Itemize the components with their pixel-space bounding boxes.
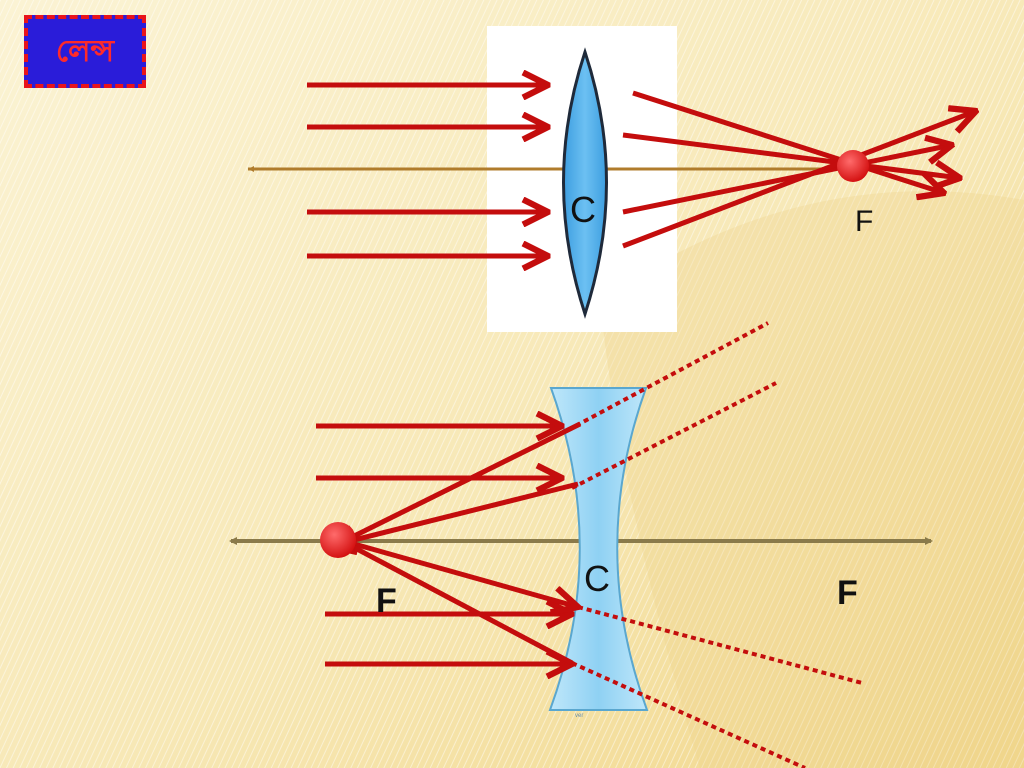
concave-center-label: C xyxy=(584,558,610,599)
slide-title-box: লেন্স xyxy=(24,15,146,88)
concave-axis-right-tip xyxy=(925,537,933,545)
concave-trace-ray-1 xyxy=(330,421,582,548)
concave-focus-right-label: F xyxy=(837,574,858,612)
concave-focus-left-label: F xyxy=(376,582,397,620)
concave-focus-point xyxy=(320,522,356,558)
concave-diverging-ray-4 xyxy=(571,661,806,768)
concave-diverging-ray-3 xyxy=(577,605,863,685)
convex-refracted-ray-4 xyxy=(622,111,976,249)
concave-trace-ray-4 xyxy=(338,537,574,666)
concave-axis-left-tip xyxy=(229,537,237,545)
concave-trace-ray-2 xyxy=(330,481,579,546)
convex-lens xyxy=(562,47,608,319)
concave-diverging-ray-2 xyxy=(571,381,777,490)
concave-lens xyxy=(548,387,649,711)
concave-tiny-mark: ver xyxy=(575,713,583,719)
concave-lens-diagram: C F F ver xyxy=(229,321,933,768)
slide-title: লেন্স xyxy=(55,33,115,69)
convex-refracted-ray-2 xyxy=(622,132,960,178)
convex-refracted-ray-3 xyxy=(622,145,952,215)
convex-focus-label: F xyxy=(855,205,873,238)
convex-refracted-ray-1 xyxy=(632,90,944,193)
convex-focus-point xyxy=(837,150,869,182)
convex-center-label: C xyxy=(570,189,596,230)
concave-trace-ray-3 xyxy=(339,537,578,607)
convex-axis-left-tip xyxy=(248,166,254,172)
concave-diverging-ray-1 xyxy=(567,321,769,432)
convex-lens-diagram: C F xyxy=(248,26,976,332)
